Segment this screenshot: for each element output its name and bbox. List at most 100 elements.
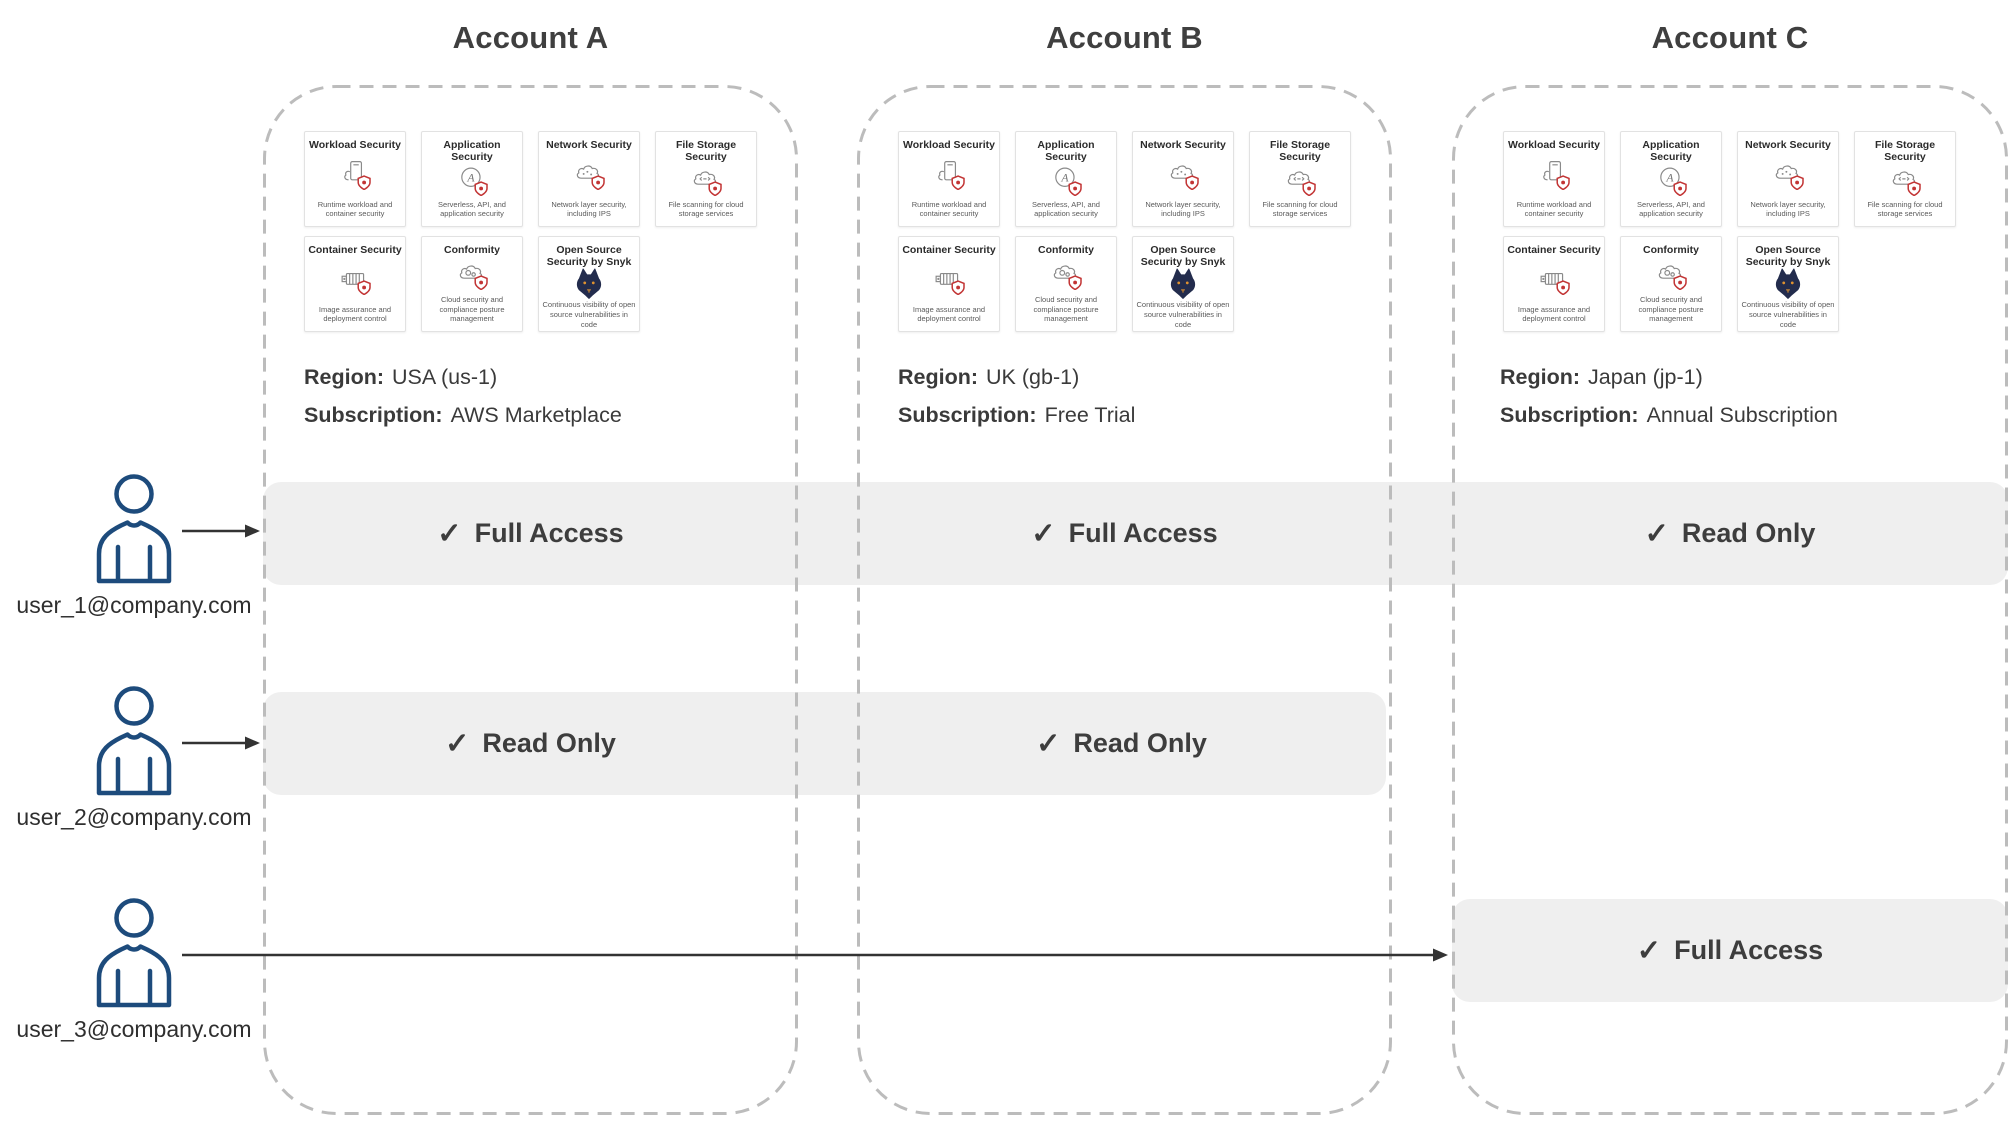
- account-a-border: [263, 85, 798, 1115]
- service-card-description: Network layer security, including IPS: [551, 199, 627, 219]
- container-security-icon: [338, 265, 372, 296]
- check-icon: ✓: [1036, 728, 1061, 760]
- access-text: Read Only: [482, 728, 616, 758]
- application-security-icon: A: [455, 166, 489, 197]
- user-3-icon: [96, 898, 172, 1008]
- snyk-icon: [573, 268, 605, 300]
- container-security-icon: [932, 265, 966, 296]
- service-card-title: Application Security: [1037, 139, 1095, 164]
- region-value: USA (us-1): [392, 365, 498, 389]
- arrow-user1: [182, 524, 260, 538]
- service-card-description: File scanning for cloud storage services: [1867, 199, 1943, 219]
- region-label: Region:: [1500, 365, 1581, 389]
- account-a-title: Account A: [452, 20, 609, 55]
- access-label-user1-account-b: ✓ Full Access: [857, 482, 1392, 585]
- service-card-description: Image assurance and deployment control: [912, 304, 986, 324]
- conformity-icon: [1049, 260, 1083, 291]
- check-icon: ✓: [1031, 518, 1056, 550]
- subscription-value: AWS Marketplace: [450, 403, 622, 427]
- access-label-user2-account-a: ✓ Read Only: [263, 692, 798, 795]
- svg-text:A: A: [1060, 172, 1069, 185]
- network-security-icon: [572, 160, 606, 191]
- service-card-description: Cloud security and compliance posture ma…: [439, 294, 505, 324]
- check-icon: ✓: [1644, 518, 1669, 550]
- access-label-user1-account-c: ✓ Read Only: [1452, 482, 2008, 585]
- user-1-email: user_1@company.com: [16, 592, 252, 618]
- workload-security-icon: [932, 160, 966, 191]
- access-text: Full Access: [1068, 518, 1218, 548]
- service-card-description: File scanning for cloud storage services: [1262, 199, 1338, 219]
- service-card-title: Workload Security: [1508, 139, 1600, 151]
- file-storage-security-icon: [1283, 166, 1317, 197]
- account-b-meta: Region:UK (gb-1) Subscription:Free Trial: [898, 358, 1135, 434]
- user-2-icon: [96, 686, 172, 796]
- service-card-description: Runtime workload and container security: [911, 199, 987, 219]
- service-card-title: Open Source Security by Snyk: [1745, 244, 1831, 269]
- snyk-icon: [1772, 268, 1804, 300]
- region-line: Region: UK (gb-1): [898, 358, 1135, 396]
- service-card-description: Network layer security, including IPS: [1750, 199, 1826, 219]
- service-card-description: Network layer security, including IPS: [1145, 199, 1221, 219]
- region-value: UK (gb-1): [986, 365, 1080, 389]
- service-card-title: Open Source Security by Snyk: [546, 244, 632, 269]
- account-c-meta: Region:Japan (jp-1) Subscription:Annual …: [1500, 358, 1838, 434]
- service-card-title: Network Security: [546, 139, 632, 151]
- conformity-icon: [1654, 260, 1688, 291]
- service-card-title: Conformity: [1643, 244, 1699, 256]
- service-card-title: Container Security: [1507, 244, 1601, 256]
- service-card-description: Serverless, API, and application securit…: [1637, 199, 1705, 219]
- service-card-description: File scanning for cloud storage services: [668, 199, 744, 219]
- subscription-line: Subscription:Annual Subscription: [1500, 396, 1838, 434]
- container-security-icon: [1537, 265, 1571, 296]
- service-card-title: File Storage Security: [675, 139, 737, 164]
- network-security-icon: [1771, 160, 1805, 191]
- svg-text:A: A: [466, 172, 475, 185]
- service-card-description: Runtime workload and container security: [317, 199, 393, 219]
- service-card-title: Network Security: [1745, 139, 1831, 151]
- service-card-description: Serverless, API, and application securit…: [438, 199, 506, 219]
- service-card-description: Image assurance and deployment control: [318, 304, 392, 324]
- service-card-description: Continuous visibility of open source vul…: [542, 300, 636, 329]
- check-icon: ✓: [445, 728, 470, 760]
- file-storage-security-icon: [1888, 166, 1922, 197]
- service-card-title: Container Security: [308, 244, 402, 256]
- account-b-title: Account B: [1046, 20, 1203, 55]
- region-label: Region:: [898, 365, 979, 389]
- workload-security-icon: [1537, 160, 1571, 191]
- service-card-description: Image assurance and deployment control: [1517, 304, 1591, 324]
- access-label-user3-account-c: ✓ Full Access: [1452, 899, 2008, 1002]
- subscription-line: Subscription:AWS Marketplace: [304, 396, 622, 434]
- service-card-description: Cloud security and compliance posture ma…: [1033, 294, 1099, 324]
- svg-text:A: A: [1665, 172, 1674, 185]
- access-text: Full Access: [1674, 935, 1824, 965]
- account-a-meta: Region:USA (us-1) Subscription:AWS Marke…: [304, 358, 622, 434]
- workload-security-icon: [338, 160, 372, 191]
- service-card-title: Conformity: [1038, 244, 1094, 256]
- conformity-icon: [455, 260, 489, 291]
- account-b-border: [857, 85, 1392, 1115]
- arrow-user3: [182, 948, 1448, 962]
- user-2-email: user_2@company.com: [16, 804, 252, 830]
- user-1-icon: [96, 474, 172, 584]
- access-text: Read Only: [1073, 728, 1207, 758]
- access-bar-user2: ✓ Read Only ✓ Read Only: [263, 692, 1386, 795]
